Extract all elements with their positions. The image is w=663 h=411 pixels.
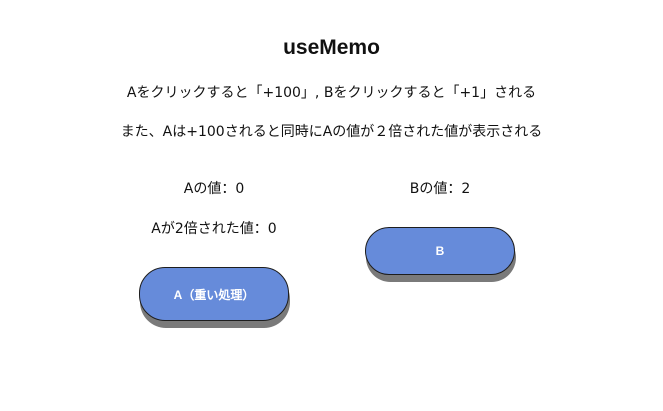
- description-line-2: また、Aは+100されると同時にAの値が２倍された値が表示される: [120, 124, 543, 140]
- a-value-text: Aの値：0: [183, 181, 245, 197]
- b-button[interactable]: B: [365, 227, 515, 275]
- b-button-container: B: [365, 227, 520, 287]
- b-value-text: Bの値：2: [409, 181, 471, 197]
- a-button[interactable]: A（重い処理）: [139, 267, 289, 321]
- a-doubled-value-text: Aが2倍された値：0: [151, 221, 277, 237]
- description-line-1: Aをクリックすると「+100」, Bをクリックすると「+1」される: [126, 85, 537, 101]
- page-title: useMemo: [283, 36, 380, 59]
- a-button-container: A（重い処理）: [139, 267, 294, 330]
